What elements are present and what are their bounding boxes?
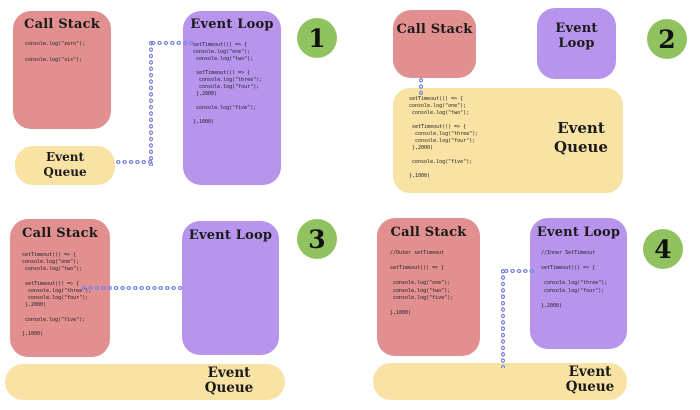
p2-event-queue-box: setTimeout(() => { console.log("one"); c… bbox=[393, 88, 623, 193]
p4-event-queue-label: Event Queue bbox=[560, 365, 620, 395]
p3-dotted-trail-icon bbox=[81, 285, 182, 292]
p2-step-number: 2 bbox=[658, 24, 676, 54]
p4-event-queue-box: Event Queue bbox=[373, 363, 627, 400]
p3-call-stack-box: Call Stack setTimeout(() => { console.lo… bbox=[10, 219, 110, 357]
p3-event-loop-title: Event Loop bbox=[188, 228, 273, 243]
p3-event-queue-box: Event Queue bbox=[5, 364, 285, 400]
p3-event-loop-box: Event Loop bbox=[182, 221, 279, 355]
p2-event-queue-label-line1: Event bbox=[557, 119, 605, 137]
p4-step-badge: 4 bbox=[643, 229, 683, 269]
p2-event-queue-label: Event Queue bbox=[543, 119, 619, 157]
p1-call-stack-box: Call Stack console.log("zero"); console.… bbox=[13, 11, 111, 129]
p4-event-queue-label-line2: Queue bbox=[565, 379, 615, 395]
p1-event-queue-label-line1: Event bbox=[45, 150, 85, 164]
p4-event-queue-label-line1: Event bbox=[568, 364, 612, 380]
p4-dotted-trail-loop-icon bbox=[503, 268, 534, 275]
p3-call-stack-code: setTimeout(() => { console.log("one"); c… bbox=[22, 252, 92, 338]
p3-call-stack-title: Call Stack bbox=[22, 226, 98, 241]
p3-event-queue-label: Event Queue bbox=[197, 366, 261, 396]
p1-dotted-trail-queue-icon bbox=[115, 159, 154, 166]
p1-event-queue-label-line2: Queue bbox=[43, 165, 87, 179]
p4-event-loop-title: Event Loop bbox=[536, 225, 621, 240]
p1-event-loop-title: Event Loop bbox=[190, 17, 274, 32]
p2-dotted-trail-icon bbox=[418, 77, 425, 95]
p1-step-badge: 1 bbox=[297, 18, 337, 58]
p2-event-queue-label-line2: Queue bbox=[554, 138, 608, 156]
p3-event-queue-label-line2: Queue bbox=[204, 380, 254, 396]
p4-event-loop-box: Event Loop //Inner SetTimeout setTimeout… bbox=[530, 218, 627, 349]
p4-call-stack-title: Call Stack bbox=[390, 225, 467, 240]
p4-step-number: 4 bbox=[654, 234, 672, 264]
p1-call-stack-title: Call Stack bbox=[24, 17, 100, 32]
p2-event-loop-title: Event Loop bbox=[555, 21, 598, 51]
p2-event-queue-code: setTimeout(() => { console.log("one"); c… bbox=[409, 96, 479, 179]
p1-dotted-trail-vertical-icon bbox=[148, 40, 155, 166]
p2-step-badge: 2 bbox=[647, 19, 687, 59]
p4-call-stack-box: Call Stack //Outer setTimeout setTimeout… bbox=[377, 218, 480, 356]
p2-event-loop-box: Event Loop bbox=[537, 8, 616, 79]
p4-event-loop-code: //Inner SetTimeout setTimeout(() => { co… bbox=[541, 250, 608, 309]
p4-call-stack-code: //Outer setTimeout setTimeout(() => { co… bbox=[390, 250, 454, 316]
p3-step-badge: 3 bbox=[297, 219, 337, 259]
p1-call-stack-code: console.log("zero"); console.log("six"); bbox=[25, 41, 86, 63]
p1-event-queue-label: Event Queue bbox=[15, 150, 115, 180]
p3-step-number: 3 bbox=[308, 224, 326, 254]
p1-event-loop-code: setTimeout(() => { console.log("one"); c… bbox=[193, 42, 263, 125]
p1-dotted-trail-loop-icon bbox=[150, 40, 194, 47]
p2-call-stack-title: Call Stack bbox=[396, 22, 473, 37]
p1-event-loop-box: Event Loop setTimeout(() => { console.lo… bbox=[183, 11, 281, 185]
p4-dotted-trail-vertical-icon bbox=[500, 268, 507, 368]
p1-step-number: 1 bbox=[308, 23, 326, 53]
p2-call-stack-box: Call Stack bbox=[393, 10, 476, 78]
p1-event-queue-box: Event Queue bbox=[15, 146, 115, 185]
p3-event-queue-label-line1: Event bbox=[207, 365, 251, 381]
